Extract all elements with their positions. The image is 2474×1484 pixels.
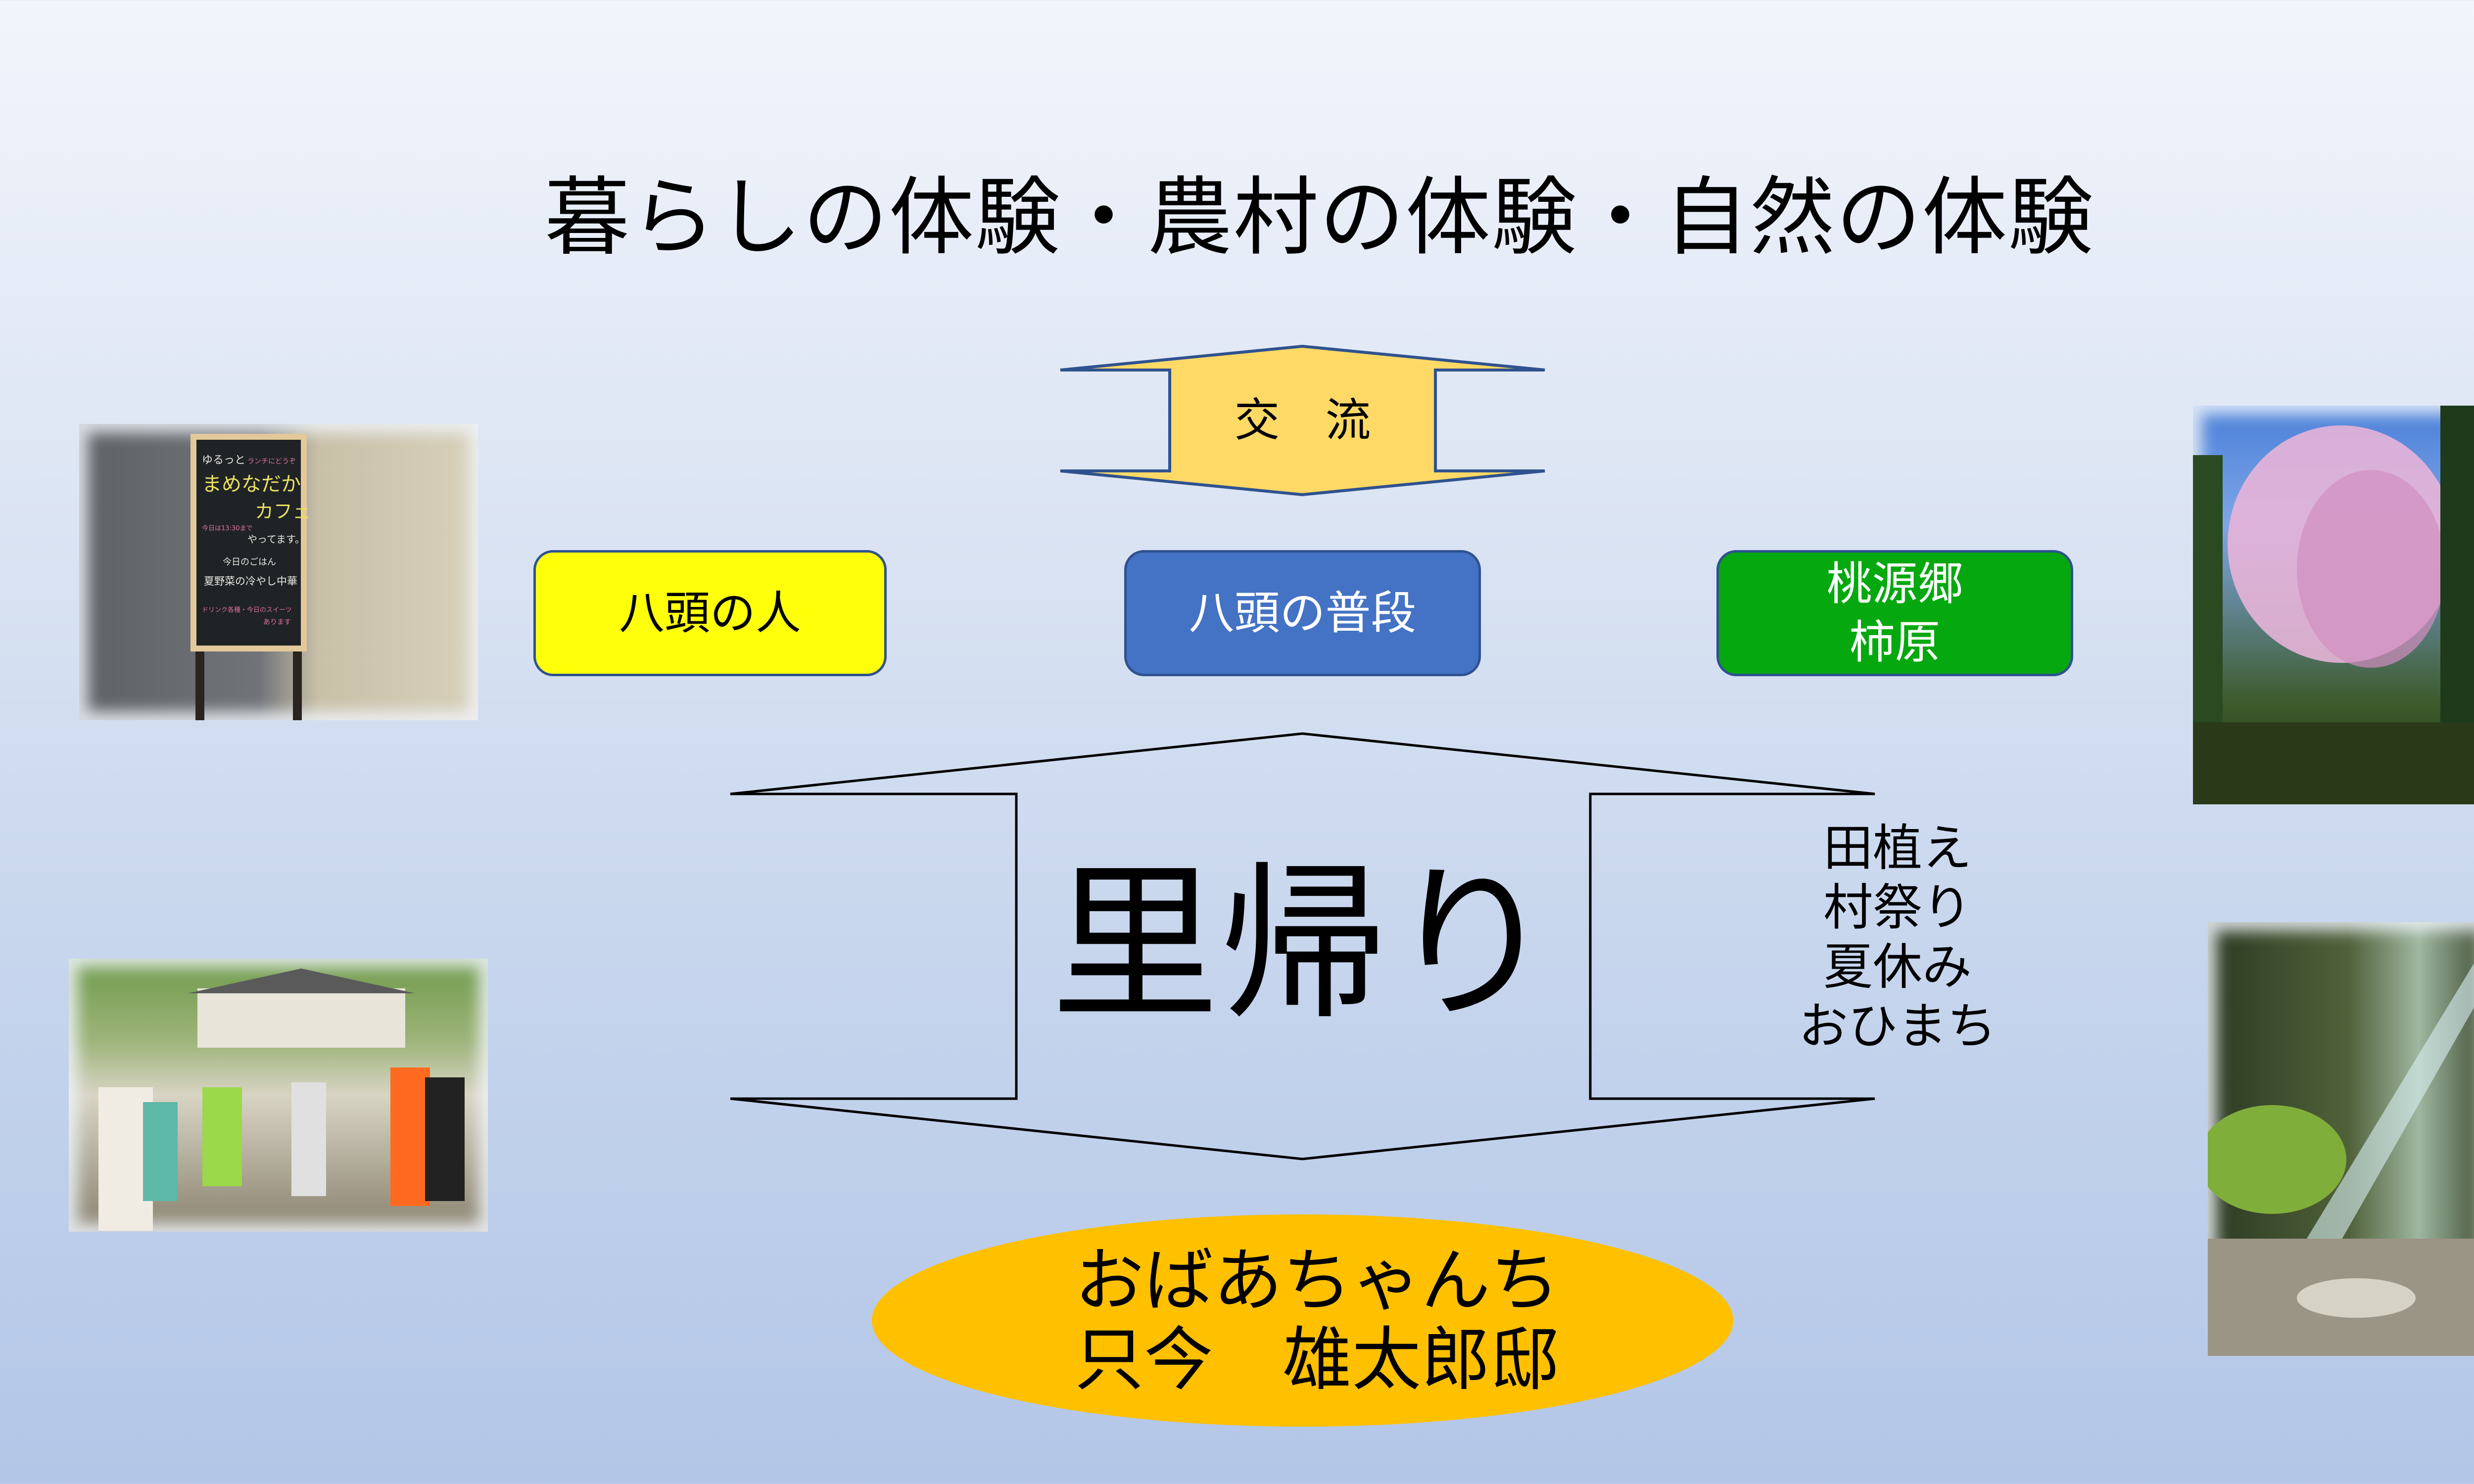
grandma-house-ellipse: おばあちゃんち 只今 雄太郎邸	[872, 1214, 1733, 1427]
events-list: 田植え 村祭り 夏休み おひまち	[1761, 819, 2034, 1056]
group-illustration	[98, 969, 465, 1231]
satogaeri-label: 里帰り	[1051, 847, 1556, 1043]
box-label-line: 柿原	[1849, 615, 1941, 669]
chalk-line: ランチにどうぞ	[247, 458, 296, 465]
chalkboard-illustration: ゆるっと ランチにどうぞ まめなだか カフェ 今日は13:30まで やってます。…	[190, 434, 311, 720]
chalk-line: ゆるっと	[202, 454, 245, 466]
chalk-line: カフェ	[255, 501, 311, 522]
chalk-line: 夏野菜の冷やし中華	[204, 575, 297, 587]
slide-title: 暮らしの体験・農村の体験・自然の体験	[544, 168, 2094, 267]
box-label-line: 桃源郷	[1826, 557, 1963, 610]
event-item: 夏休み	[1823, 938, 1972, 996]
event-item: おひまち	[1799, 997, 1997, 1055]
group-walk-photo	[69, 959, 488, 1232]
box-yazu-people: 八頭の人	[533, 550, 887, 676]
box-label: 八頭の人	[618, 586, 801, 640]
exchange-label: 交 流	[1234, 394, 1371, 447]
forest-illustration	[2208, 963, 2474, 1356]
satogaeri-double-arrow	[730, 732, 1875, 1160]
chalk-line: やってます。	[247, 533, 305, 545]
event-item: 村祭り	[1823, 879, 1972, 936]
box-yazu-everyday: 八頭の普段	[1124, 550, 1481, 676]
exchange-double-arrow	[1060, 344, 1545, 497]
chalk-line: まめなだか	[202, 473, 301, 496]
ellipse-line: おばあちゃんち	[1075, 1240, 1560, 1321]
event-item: 田植え	[1823, 819, 1972, 877]
chalk-line: 今日は13:30まで	[202, 524, 252, 532]
chalk-line: 今日のごはん	[223, 557, 276, 567]
weeping-cherry-photo	[2193, 406, 2474, 804]
box-tougenkyou-kakihara: 桃源郷柿原	[1716, 550, 2073, 676]
chalk-line: ドリンク各種・今日のスイーツ	[202, 606, 292, 614]
cherry-illustration	[2193, 406, 2474, 804]
box-label: 八頭の普段	[1189, 586, 1417, 640]
chalk-line: あります	[263, 618, 291, 626]
forest-stream-photo	[2208, 922, 2474, 1356]
chalkboard-photo: ゆるっと ランチにどうぞ まめなだか カフェ 今日は13:30まで やってます。…	[79, 424, 478, 720]
ellipse-line: 只今 雄太郎邸	[1075, 1319, 1560, 1400]
